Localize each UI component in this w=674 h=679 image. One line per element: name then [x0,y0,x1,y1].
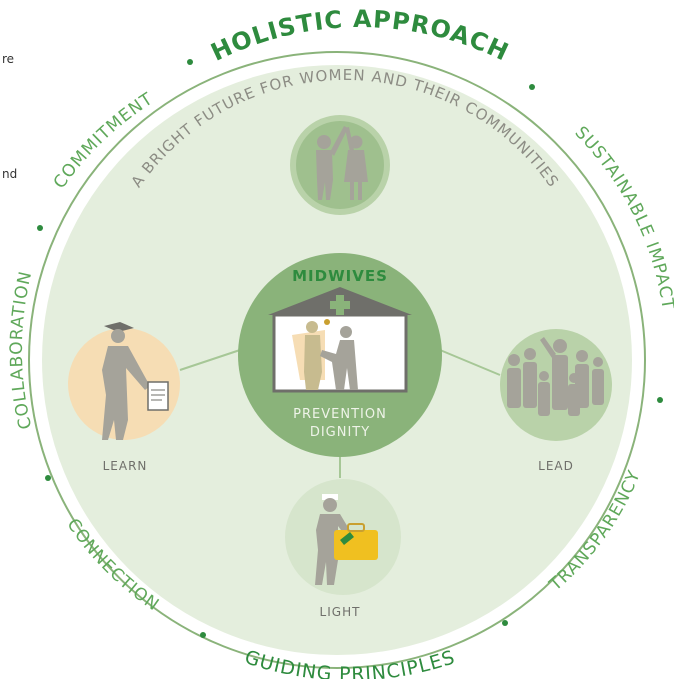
light-node: LIGHT [285,479,401,619]
ring-dot [529,84,535,90]
ring-dot [45,475,51,481]
cropped-text-fragment-2: nd [2,167,18,181]
dignity-label: DIGNITY [310,425,370,440]
lead-label: LEAD [538,459,574,473]
cross-icon [330,295,350,315]
prevention-label: PREVENTION [293,407,387,422]
cropped-text-fragment-1: re [2,52,15,66]
connector-lead [439,349,501,376]
learn-node: LEARN [68,322,180,473]
midwife-mother-figures [304,319,358,390]
lead-node: LEAD [500,329,612,473]
light-label: LIGHT [320,605,361,619]
collaboration-label: COLLABORATION [7,269,36,431]
midwives-node: MIDWIVES PREVENTION DIGNITY [238,253,442,457]
midwives-title: MIDWIVES [292,267,388,285]
ring-dot [502,620,508,626]
outer-ring [28,51,646,669]
couple-icon [290,115,390,215]
ring-dot [200,632,206,638]
connector-learn [179,349,241,371]
holistic-approach-label: HOLISTIC APPROACH [207,5,514,67]
ring-dot [657,397,663,403]
ring-dot [37,225,43,231]
ring-dots [37,59,663,638]
ring-dot [187,59,193,65]
learn-label: LEARN [103,459,148,473]
